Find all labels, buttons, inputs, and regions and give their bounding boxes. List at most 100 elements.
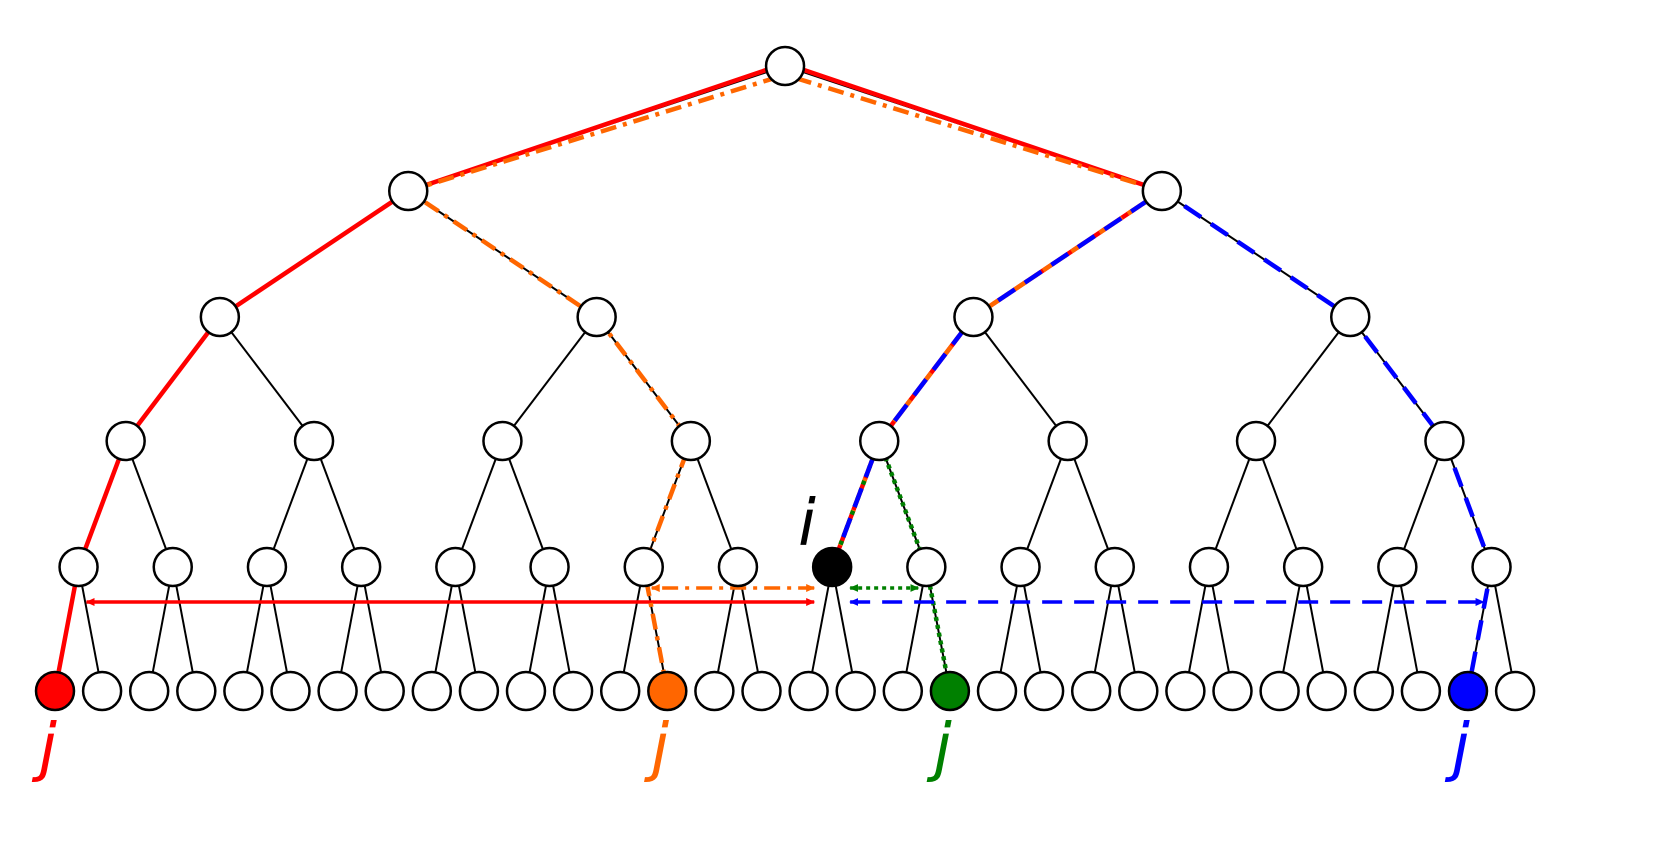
- leaf-node: [364, 670, 405, 712]
- blue-target-label-j: j: [1444, 711, 1470, 785]
- tree-edge: [454, 566, 480, 692]
- leaf-node: [1400, 670, 1442, 712]
- tree-edge: [1396, 440, 1446, 568]
- tree-edge: [501, 316, 598, 442]
- leaf-node: [458, 670, 500, 712]
- leaf-node: [552, 670, 594, 712]
- tree-node: [1377, 546, 1418, 588]
- tree-node: [293, 420, 335, 462]
- leaf-node: [223, 670, 264, 712]
- leaf-node: [1353, 670, 1395, 712]
- tree-node: [670, 420, 712, 462]
- leaf-node: [270, 670, 311, 712]
- tree-node: [58, 546, 99, 588]
- tree-edge: [1255, 316, 1352, 442]
- leaf-node: [176, 670, 217, 712]
- tree-edge: [1255, 440, 1305, 568]
- tree-edge: [901, 566, 928, 692]
- red-tree-path: [52, 61, 1165, 692]
- tree-node: [576, 296, 617, 338]
- tree-edge: [1184, 566, 1210, 692]
- orange-target-label-j: j: [643, 711, 669, 785]
- tree-edge: [807, 566, 834, 692]
- source-node-i: [811, 546, 853, 588]
- tree-edge: [242, 566, 268, 692]
- tree-edge: [831, 566, 857, 692]
- orange-tree-path: [406, 72, 1165, 692]
- tree-edge: [689, 440, 739, 568]
- highlighted-paths: [52, 61, 1494, 692]
- leaf-node: [1165, 670, 1206, 712]
- tree-node: [1188, 546, 1230, 588]
- source-label-i: i: [798, 487, 816, 561]
- tree-edge: [1019, 440, 1069, 568]
- leaf-node: [128, 670, 170, 712]
- tree-edge: [1278, 566, 1305, 692]
- leaf-node: [317, 670, 358, 712]
- tree-node: [1330, 296, 1371, 338]
- tree-edge: [1066, 440, 1116, 568]
- tree-node: [199, 296, 241, 338]
- tree-node: [1094, 546, 1135, 588]
- tree-edge: [148, 566, 174, 692]
- tree-edge: [360, 566, 386, 692]
- tree-edge: [501, 440, 551, 568]
- tree-node: [953, 296, 994, 338]
- tree-edge: [1302, 566, 1328, 692]
- target-node-j: [34, 670, 76, 712]
- target-node-j: [647, 670, 688, 712]
- tree-edge: [525, 566, 551, 692]
- tree-node: [906, 546, 947, 588]
- leaf-node: [1306, 670, 1347, 712]
- tree-edge: [972, 316, 1069, 442]
- tree-edge: [265, 566, 292, 692]
- tree-edges: [54, 65, 1517, 692]
- tree-edge: [548, 566, 575, 692]
- leaf-node: [599, 670, 641, 712]
- leaf-node: [882, 670, 924, 712]
- green-target-label-j: j: [926, 711, 952, 785]
- red-target-label-j: j: [31, 711, 57, 785]
- tree-node: [1235, 420, 1277, 462]
- tree-node: [1141, 170, 1183, 212]
- leaf-node: [788, 670, 829, 712]
- tree-node: [1047, 420, 1088, 462]
- tree-edge: [1372, 566, 1399, 692]
- leaf-node: [1070, 670, 1112, 712]
- tree-node: [482, 420, 523, 462]
- leaf-node: [976, 670, 1018, 712]
- leaf-node: [694, 670, 735, 712]
- tree-node: [340, 546, 382, 588]
- tree-node: [764, 45, 806, 87]
- blue-tree-path: [829, 188, 1494, 692]
- tree-edge: [171, 566, 198, 692]
- tree-edge: [1490, 566, 1517, 692]
- tree-node: [859, 420, 900, 462]
- tree-edge: [77, 566, 104, 692]
- tree-edge: [996, 566, 1022, 692]
- leaf-node: [1494, 670, 1536, 712]
- tree-edge: [219, 316, 315, 442]
- tree-edge: [430, 566, 457, 692]
- target-node-j: [929, 670, 971, 712]
- tree-node: [1424, 420, 1465, 462]
- leaf-node: [1212, 670, 1253, 712]
- tree-edge: [1113, 566, 1140, 692]
- tree-node: [623, 546, 664, 588]
- leaf-node: [1023, 670, 1065, 712]
- tree-edge: [124, 440, 174, 568]
- tree-node: [246, 546, 288, 588]
- leaf-node: [81, 670, 123, 712]
- tree-node: [1000, 546, 1041, 588]
- tree-edge: [454, 440, 504, 568]
- leaf-node: [411, 670, 453, 712]
- leaf-node: [835, 670, 876, 712]
- tree-node: [152, 546, 193, 588]
- tree-edge: [1019, 566, 1046, 692]
- tree-edge: [1090, 566, 1116, 692]
- tree-node: [105, 420, 146, 462]
- tree-node: [717, 546, 759, 588]
- tree-edge: [336, 566, 363, 692]
- tree-edge: [266, 440, 315, 568]
- tree-edge: [1396, 566, 1422, 692]
